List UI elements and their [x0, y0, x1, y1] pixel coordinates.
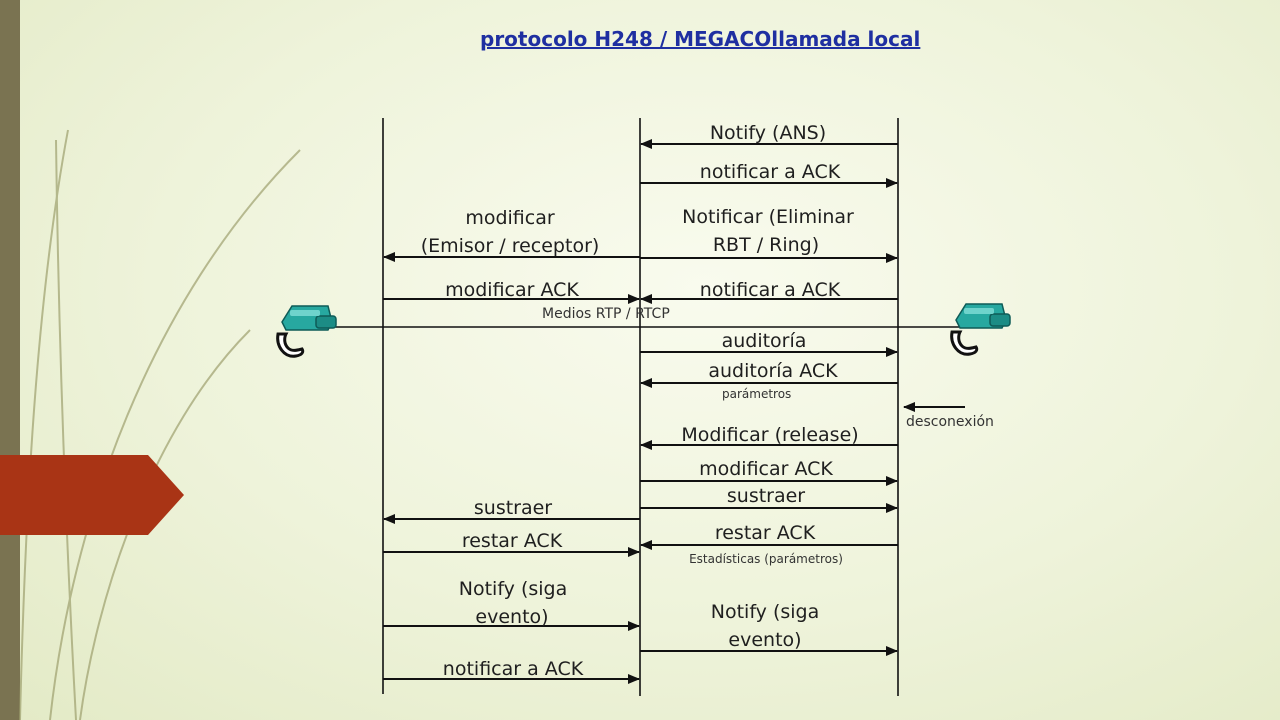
label-modify-1: modificar	[465, 207, 555, 229]
label-parameters: parámetros	[722, 387, 792, 401]
label-notify-ack-1: notificar a ACK	[699, 161, 841, 183]
telephone-icon	[950, 303, 1011, 356]
accent-tab	[0, 455, 184, 535]
label-modify-ack: modificar ACK	[445, 279, 579, 301]
label-notify-remove-1: Notificar (Eliminar	[682, 206, 854, 228]
label-audit-ack: auditoría ACK	[708, 360, 838, 382]
label-modify-release: Modificar (release)	[681, 424, 859, 446]
label-notify-follow-left-1: Notify (siga	[458, 578, 568, 600]
label-notify-follow-right-2: evento)	[728, 629, 802, 651]
label-subtract-right: sustraer	[726, 485, 806, 507]
label-media: Medios RTP / RTCP	[542, 306, 670, 322]
label-disconnect: desconexión	[906, 414, 994, 430]
label-audit: auditoría	[721, 330, 807, 352]
label-modify-2: (Emisor / receptor)	[420, 235, 600, 257]
label-statistics: Estadísticas (parámetros)	[689, 552, 843, 566]
label-notify-ack-left: notificar a ACK	[442, 658, 584, 680]
label-subtract-left: sustraer	[473, 497, 553, 519]
label-notify-ack-2: notificar a ACK	[699, 279, 841, 301]
label-notify-remove-2: RBT / Ring)	[712, 234, 820, 256]
page-title: protocolo H248 / MEGACOllamada local	[480, 27, 921, 51]
telephone-icon	[276, 305, 337, 358]
decorative-curves	[19, 129, 301, 720]
side-bar	[0, 0, 20, 720]
label-notify-follow-right-1: Notify (siga	[710, 601, 820, 623]
label-notify-follow-left-2: evento)	[475, 606, 549, 628]
label-notify-ans: Notify (ANS)	[709, 122, 827, 144]
label-modify-ack-2: modificar ACK	[699, 458, 833, 480]
label-subtract-ack-left: restar ACK	[461, 530, 563, 552]
label-subtract-ack-right: restar ACK	[714, 522, 816, 544]
